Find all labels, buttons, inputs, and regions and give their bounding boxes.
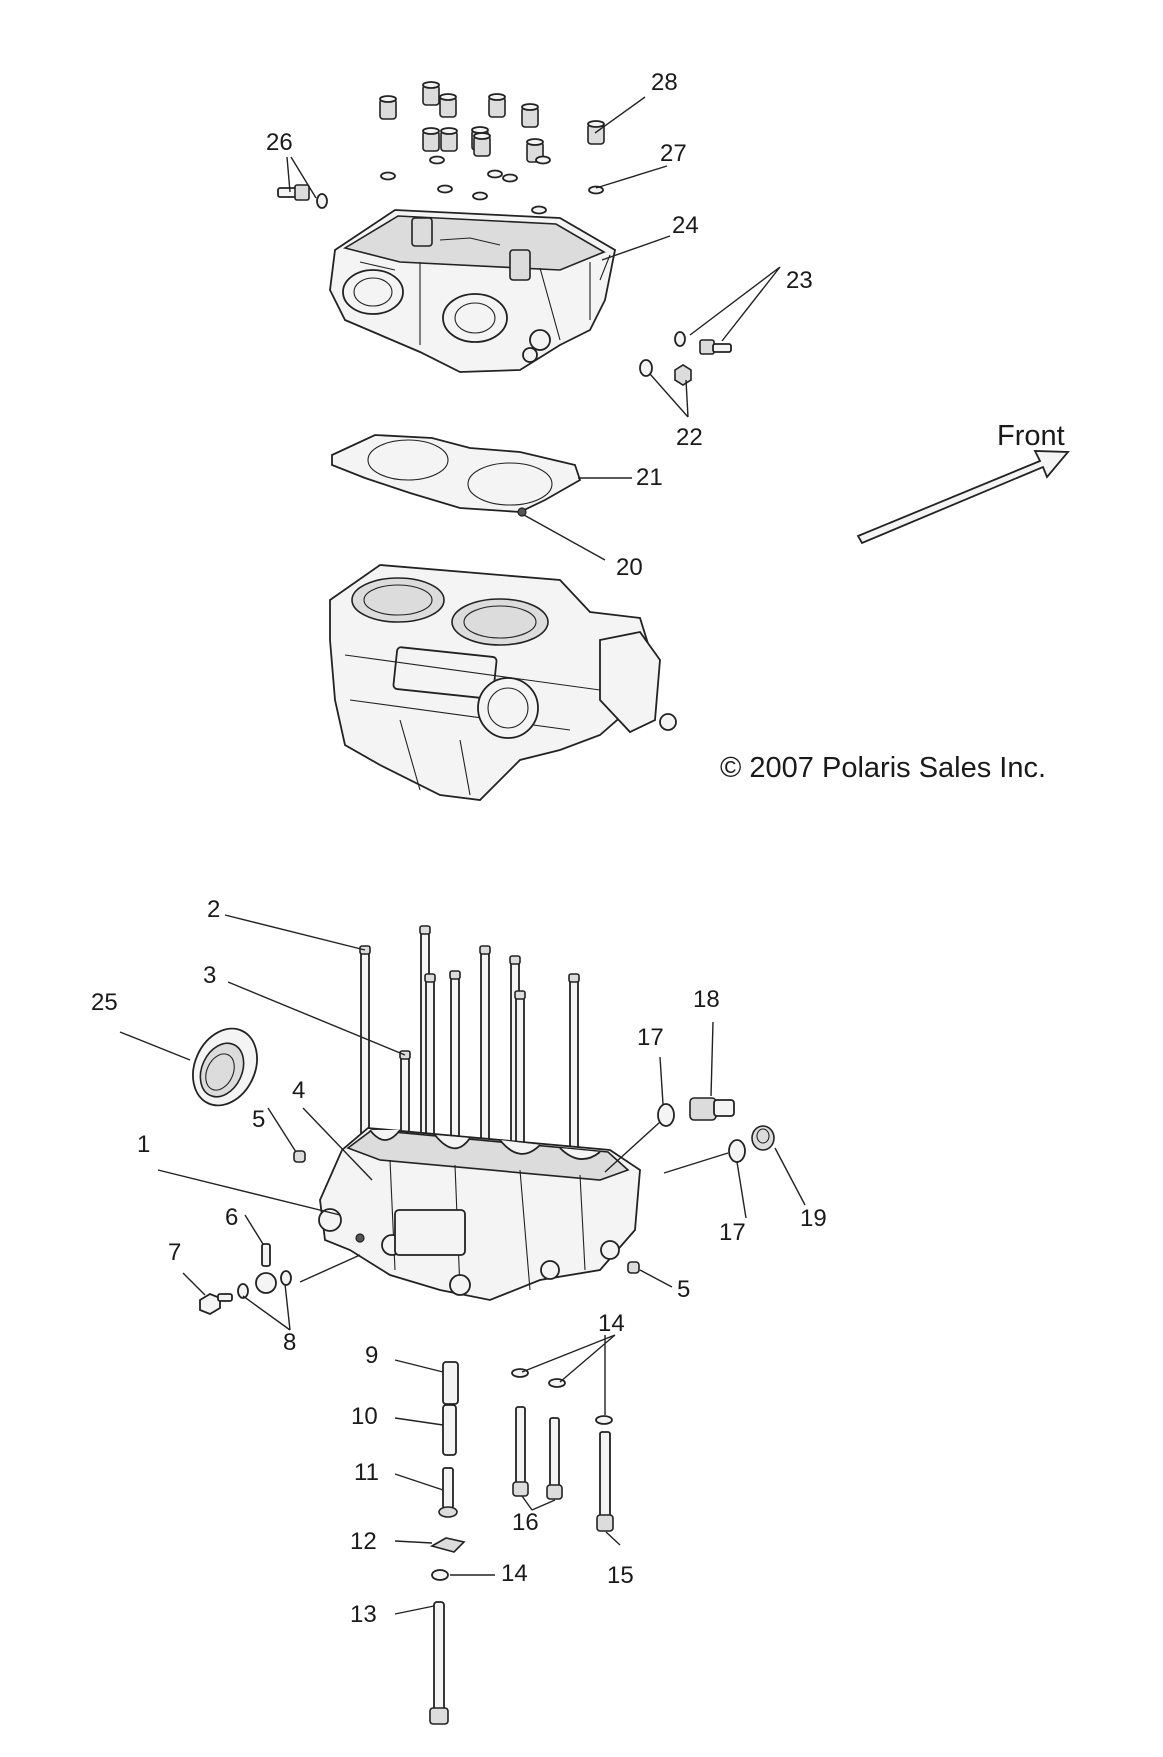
valve-caps-group (379, 81, 605, 163)
stud-tip (514, 990, 526, 1000)
valve-cap-top (422, 127, 440, 135)
cylinder-block (329, 564, 677, 801)
front-arrow-icon (856, 450, 1070, 545)
callout-5-lower: 5 (677, 1276, 690, 1303)
valve-seal (535, 155, 551, 165)
valve-seal (380, 171, 396, 181)
stud-tip (509, 955, 521, 965)
plug-5 (293, 1150, 640, 1274)
callout-10: 10 (351, 1403, 378, 1430)
callout-20: 20 (616, 554, 643, 581)
leader-lines (119, 96, 806, 1615)
callout-12: 12 (350, 1528, 377, 1555)
crank-seal-25 (192, 1027, 258, 1107)
washer-14b (431, 1569, 449, 1581)
valve-cap-top (488, 93, 506, 101)
banjo-fitting-6 (237, 1243, 292, 1299)
bolt-13 (429, 1601, 449, 1725)
bolt-7 (199, 1292, 233, 1316)
fitting-26 (277, 184, 328, 209)
callout-6: 6 (225, 1204, 238, 1231)
callout-17-upper: 17 (637, 1024, 664, 1051)
stud-tip (449, 970, 461, 980)
bolt-15 (596, 1431, 614, 1532)
valve-cap-top (422, 81, 440, 89)
valve-cap-top (471, 126, 489, 134)
valve-cap-top (473, 132, 491, 140)
callout-14-lower: 14 (501, 1560, 528, 1587)
front-label: Front (997, 420, 1065, 452)
valve-cap-top (440, 127, 458, 135)
stud-tip (419, 925, 431, 935)
callout-3: 3 (203, 962, 216, 989)
callout-4: 4 (292, 1077, 305, 1104)
dowel-10 (442, 1404, 457, 1456)
callout-24: 24 (672, 212, 699, 239)
valve-seal (429, 155, 445, 165)
callout-15: 15 (607, 1562, 634, 1589)
stud-tip (424, 973, 436, 983)
bracket-12 (429, 1537, 466, 1553)
crankcase (318, 1127, 641, 1301)
callout-23: 23 (786, 267, 813, 294)
valve-seal (472, 191, 488, 201)
callout-25: 25 (91, 989, 118, 1016)
callout-18: 18 (693, 986, 720, 1013)
valve-seal (437, 184, 453, 194)
fitting-18 (689, 1097, 735, 1121)
cylinder-head (329, 209, 617, 373)
valve-cap-top (521, 103, 539, 111)
stud (480, 949, 490, 1166)
callout-11: 11 (354, 1459, 379, 1486)
plug-19 (751, 1125, 775, 1151)
head-gasket (331, 434, 582, 517)
bolts-16 (512, 1406, 563, 1500)
callout-28: 28 (651, 69, 678, 96)
callout-2: 2 (207, 896, 220, 923)
callout-7: 7 (168, 1239, 181, 1266)
valve-cap-top (587, 120, 605, 128)
callout-27: 27 (660, 140, 687, 167)
stud-tip (479, 945, 491, 955)
o-ring-17 (657, 1103, 746, 1163)
callout-22: 22 (676, 424, 703, 451)
copyright-text: © 2007 Polaris Sales Inc. (720, 752, 1046, 784)
valve-seal (588, 185, 604, 195)
fitting-23 (674, 331, 732, 355)
valve-seals-group (380, 155, 604, 215)
stud (425, 977, 435, 1149)
bolt-11 (438, 1467, 458, 1518)
callout-13: 13 (350, 1601, 377, 1628)
callout-21: 21 (636, 464, 663, 491)
stud (569, 977, 579, 1166)
callout-19: 19 (800, 1205, 827, 1232)
callout-8: 8 (283, 1329, 296, 1356)
callout-5-upper: 5 (252, 1106, 265, 1133)
callout-1: 1 (137, 1131, 150, 1158)
valve-seal (487, 169, 503, 179)
callout-16: 16 (512, 1509, 539, 1536)
valve-cap-top (439, 93, 457, 101)
washers-14a (511, 1368, 613, 1425)
callout-26: 26 (266, 129, 293, 156)
valve-seal (531, 205, 547, 215)
callout-17-lower: 17 (719, 1219, 746, 1246)
valve-cap-top (379, 95, 397, 103)
dowel-9 (442, 1361, 459, 1405)
valve-seal (502, 173, 518, 183)
valve-cap-top (526, 138, 544, 146)
stud-tip (568, 973, 580, 983)
callout-9: 9 (365, 1342, 378, 1369)
callout-labels: 28 27 26 24 23 22 21 20 2 3 25 4 5 1 6 7… (91, 69, 827, 1628)
callout-14-upper: 14 (598, 1310, 625, 1337)
o-ring-22 (639, 359, 692, 386)
